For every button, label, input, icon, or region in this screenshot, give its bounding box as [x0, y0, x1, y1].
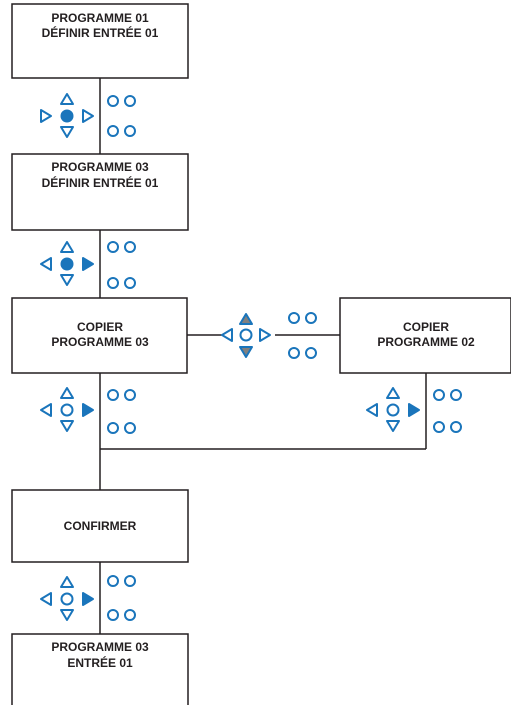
- light-icon: [124, 575, 136, 587]
- box-copy02-line2: PROGRAMME 02: [377, 335, 475, 349]
- down-arrow-icon: [60, 126, 74, 138]
- up-arrow-icon: [60, 387, 74, 399]
- light-icon: [107, 241, 119, 253]
- right-arrow-icon: [82, 109, 94, 123]
- right-arrow-icon: [82, 592, 94, 606]
- down-arrow-icon: [386, 420, 400, 432]
- light-icon: [107, 422, 119, 434]
- box-prog03e: PROGRAMME 03 ENTRÉE 01: [11, 633, 189, 705]
- light-icon: [124, 609, 136, 621]
- left-arrow-icon: [40, 109, 52, 123]
- box-confirm-line1: CONFIRMER: [64, 519, 137, 533]
- box-confirm: CONFIRMER: [11, 489, 189, 563]
- light-icon: [124, 277, 136, 289]
- box-copy03: COPIER PROGRAMME 03: [11, 297, 188, 374]
- light-icon: [107, 125, 119, 137]
- right-arrow-icon: [408, 403, 420, 417]
- right-arrow-icon: [259, 328, 271, 342]
- light-icon: [450, 389, 462, 401]
- box-copy03-line2: PROGRAMME 03: [51, 335, 149, 349]
- box-copy02-line1: COPIER: [403, 320, 449, 334]
- box-prog03e-line2: ENTRÉE 01: [67, 655, 133, 670]
- light-icon: [288, 347, 300, 359]
- light-icon: [107, 389, 119, 401]
- left-arrow-icon: [40, 403, 52, 417]
- left-arrow-icon: [40, 257, 52, 271]
- box-copy03-line1: COPIER: [77, 320, 123, 334]
- box-prog01-line2: DÉFINIR ENTRÉE 01: [42, 25, 159, 40]
- light-icon: [124, 422, 136, 434]
- left-arrow-icon: [40, 592, 52, 606]
- light-icon: [107, 575, 119, 587]
- up-arrow-icon: [60, 576, 74, 588]
- box-copy02: COPIER PROGRAMME 02: [339, 297, 511, 374]
- box-prog03-line2: DÉFINIR ENTRÉE 01: [42, 175, 159, 190]
- right-arrow-icon: [82, 403, 94, 417]
- indicator-lights-4: [433, 389, 462, 433]
- down-arrow-icon: [239, 346, 253, 358]
- box-prog01-line1: PROGRAMME 01: [51, 11, 149, 25]
- up-arrow-icon: [386, 387, 400, 399]
- light-icon: [305, 347, 317, 359]
- indicator-lights-1: [107, 95, 136, 137]
- indicator-lights-inline: [288, 312, 317, 359]
- box-prog03: PROGRAMME 03 DÉFINIR ENTRÉE 01: [11, 153, 189, 231]
- up-arrow-icon: [60, 93, 74, 105]
- left-arrow-icon: [366, 403, 378, 417]
- indicator-lights-3: [107, 389, 136, 434]
- light-icon: [107, 609, 119, 621]
- light-icon: [124, 389, 136, 401]
- up-arrow-icon: [239, 313, 253, 325]
- keypad-inline: [221, 313, 271, 358]
- box-prog03e-line1: PROGRAMME 03: [51, 640, 149, 654]
- keypad-4: [366, 387, 420, 432]
- light-icon: [433, 421, 445, 433]
- down-arrow-icon: [60, 274, 74, 286]
- light-icon: [124, 125, 136, 137]
- down-arrow-icon: [60, 609, 74, 621]
- light-icon: [107, 95, 119, 107]
- center-button-icon: [60, 592, 74, 606]
- right-arrow-icon: [82, 257, 94, 271]
- indicator-lights-2: [107, 241, 136, 289]
- indicator-lights-5: [107, 575, 136, 621]
- center-button-icon: [386, 403, 400, 417]
- center-button-icon: [60, 403, 74, 417]
- down-arrow-icon: [60, 420, 74, 432]
- keypad-5: [40, 576, 94, 621]
- up-arrow-icon: [60, 241, 74, 253]
- connectors: [99, 78, 427, 634]
- light-icon: [305, 312, 317, 324]
- left-arrow-icon: [221, 328, 233, 342]
- light-icon: [288, 312, 300, 324]
- center-button-icon: [60, 257, 74, 271]
- keypad-2: [40, 241, 94, 286]
- keypad-3: [40, 387, 94, 432]
- light-icon: [124, 241, 136, 253]
- light-icon: [433, 389, 445, 401]
- center-button-icon: [239, 328, 253, 342]
- light-icon: [450, 421, 462, 433]
- light-icon: [107, 277, 119, 289]
- center-button-icon: [60, 109, 74, 123]
- box-prog01: PROGRAMME 01 DÉFINIR ENTRÉE 01: [11, 3, 189, 79]
- light-icon: [124, 95, 136, 107]
- box-prog03-line1: PROGRAMME 03: [51, 160, 149, 174]
- keypad-1: [40, 93, 94, 138]
